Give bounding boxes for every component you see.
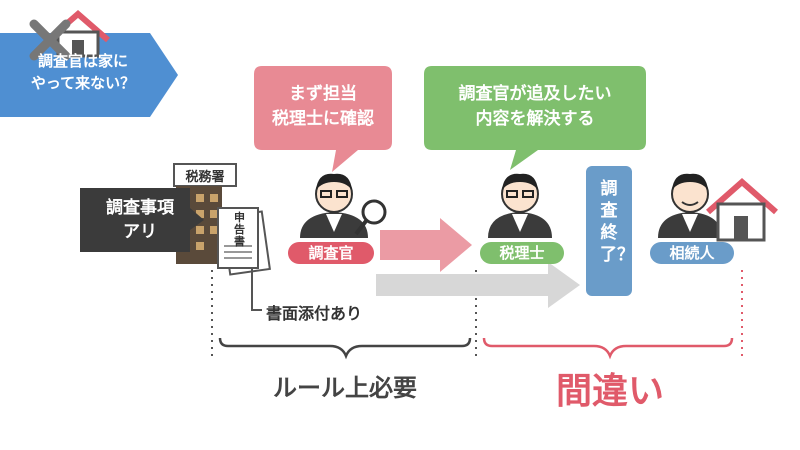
gray-arrow [376,262,580,308]
heir-label: 相続人 [650,242,734,264]
banner-text: 調査官は家に やって来ない？ [30,52,136,92]
document-stack-icon [217,207,271,276]
attachment-note: 書面添付あり [266,304,363,323]
tax-accountant-avatar-icon [488,173,552,238]
heir-avatar-icon [658,173,722,238]
bracket-right [482,337,734,360]
bracket-left-label: ルール上必要 [273,374,417,402]
attachment-leader [251,268,262,311]
tax-accountant-label: 税理士 [480,242,564,264]
vertical-box-shape [586,166,632,296]
bubble-left-text: まず担当 税理士に確認 [272,84,374,129]
bubble-left-shape [254,66,392,172]
crossed-house-icon [29,10,110,61]
house-icon [706,177,778,242]
issue-box-text: 調査事項 アリ [106,198,174,242]
bracket-right-label: 間違い [555,371,664,412]
pink-arrow [380,218,472,272]
issue-box-shape [80,188,204,252]
vertical-label: 調査終了？ [600,179,634,265]
bubble-right-shape [424,66,646,170]
inspector-avatar-icon [300,173,368,238]
tax-office-sign: 税務署 [185,170,225,185]
document-label: 申告書 [234,211,245,248]
bubble-right-text: 調査官が追及したい 内容を解決する [458,84,612,129]
bracket-left [218,337,472,360]
magnifier-icon [354,199,387,236]
banner-shape [0,33,178,117]
inspector-label: 調査官 [288,242,374,264]
